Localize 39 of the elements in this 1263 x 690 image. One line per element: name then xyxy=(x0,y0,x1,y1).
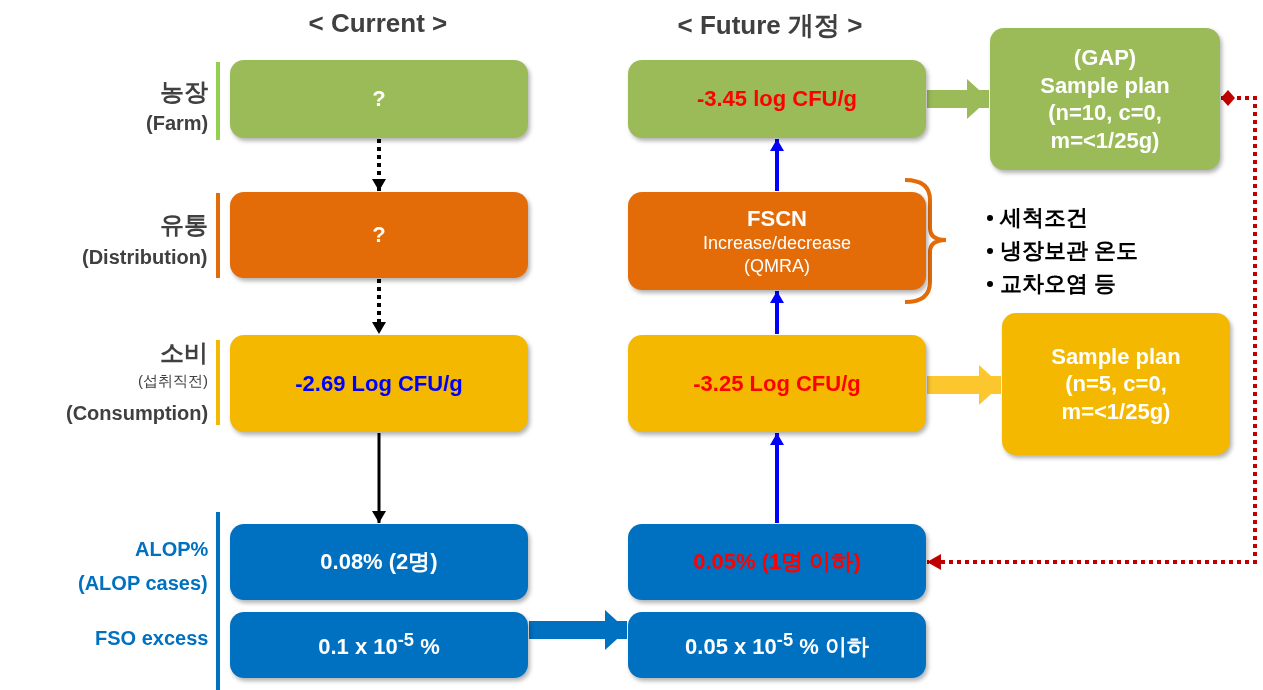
process-box: (GAP) Sample plan (n=10, c=0, m=<1/25g) xyxy=(990,28,1220,170)
process-box: -3.25 Log CFU/g xyxy=(628,335,926,432)
arrow xyxy=(770,291,784,334)
arrow xyxy=(372,433,386,523)
row-label: 유통 xyxy=(160,210,208,240)
bullet-text: 교차오염 등 xyxy=(1000,270,1117,298)
row-label: (Distribution) xyxy=(82,246,208,269)
column-heading: < Future 개정 > xyxy=(677,9,863,42)
box-text: Increase/decrease (QMRA) xyxy=(701,232,853,278)
row-label: (섭취직전) xyxy=(138,372,208,391)
arrow xyxy=(927,365,1001,405)
arrow xyxy=(770,139,784,191)
process-box: ? xyxy=(230,192,528,278)
process-box: -2.69 Log CFU/g xyxy=(230,335,528,432)
process-box: 0.1 x 10$^{-5}$ % xyxy=(230,612,528,678)
column-heading: < Current > xyxy=(308,8,448,39)
process-box: -3.45 log CFU/g xyxy=(628,60,926,138)
arrow xyxy=(927,79,989,119)
row-label: (Consumption) xyxy=(66,402,209,425)
arrow xyxy=(770,433,784,523)
bullet-text: 세척조건 xyxy=(1000,204,1088,232)
row-label: 농장 xyxy=(160,77,208,107)
row-label: FSO excess xyxy=(95,627,209,650)
row-label: (Farm) xyxy=(146,112,209,135)
row-label: (ALOP cases) xyxy=(78,572,208,595)
row-label: ALOP% xyxy=(135,538,209,561)
process-box: Sample plan (n=5, c=0, m=<1/25g) xyxy=(1002,313,1230,455)
arrow xyxy=(372,279,386,334)
process-box: ? xyxy=(230,60,528,138)
arrow xyxy=(372,139,386,191)
row-label: 소비 xyxy=(160,338,208,368)
process-box: 0.05% (1명 이하) xyxy=(628,524,926,600)
bullet-text: 냉장보관 온도 xyxy=(1000,237,1139,265)
process-box: 0.05 x 10$^{-5}$ % 이하 xyxy=(628,612,926,678)
process-box xyxy=(628,192,926,290)
arrow xyxy=(927,90,1257,570)
box-title: FSCN xyxy=(747,204,807,233)
process-box: 0.08% (2명) xyxy=(230,524,528,600)
arrow xyxy=(529,610,627,650)
